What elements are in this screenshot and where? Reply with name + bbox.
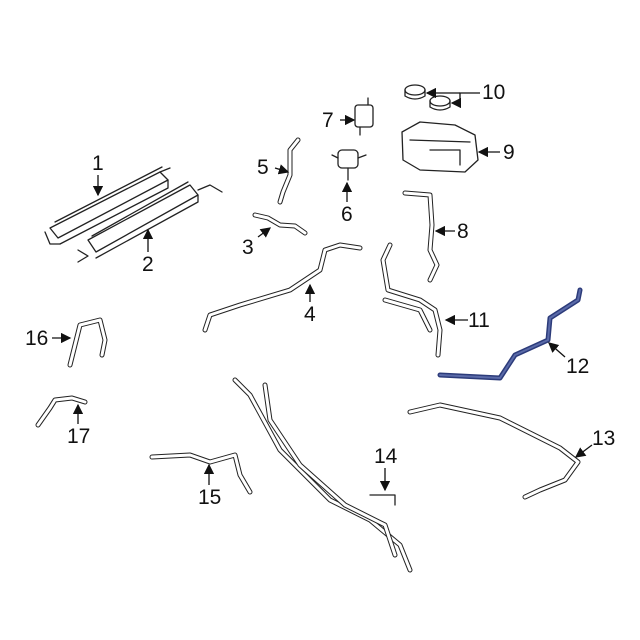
part-14-tube-bundle	[232, 377, 413, 573]
callout-15: 15	[198, 486, 222, 509]
callout-6: 6	[341, 203, 353, 226]
callout-4: 4	[304, 303, 316, 326]
callout-8: 8	[457, 220, 469, 243]
callout-13: 13	[592, 427, 616, 450]
part-9-reservoir	[401, 121, 479, 173]
part-13-tube	[407, 402, 581, 500]
callout-3: 3	[242, 236, 254, 259]
part-17-hose	[35, 395, 88, 428]
part-7-sensor	[354, 97, 374, 136]
part-2-cooler	[77, 181, 223, 263]
part-3-hose	[252, 212, 308, 236]
part-15-line	[149, 452, 253, 495]
part-10-caps	[404, 84, 451, 111]
callout-2: 2	[142, 253, 154, 276]
callout-14: 14	[374, 445, 398, 468]
part-11-pipe-assembly	[380, 242, 443, 358]
part-6-valve	[331, 149, 367, 181]
callout-17: 17	[67, 425, 91, 448]
part-8-hose	[402, 190, 440, 283]
callout-11: 11	[468, 309, 490, 332]
callout-16: 16	[25, 327, 49, 350]
part-4-line	[202, 242, 363, 333]
leader-arrows	[52, 87, 593, 492]
callout-1: 1	[92, 152, 104, 175]
part-1-cooler	[44, 166, 171, 245]
part-5-hose	[277, 137, 301, 205]
callout-10: 10	[482, 81, 506, 104]
part-12-highlighted-tube	[437, 287, 583, 381]
part-16-hose	[67, 317, 108, 368]
callout-7: 7	[322, 109, 334, 132]
callout-12: 12	[566, 355, 590, 378]
callout-9: 9	[503, 141, 515, 164]
callout-5: 5	[257, 156, 269, 179]
